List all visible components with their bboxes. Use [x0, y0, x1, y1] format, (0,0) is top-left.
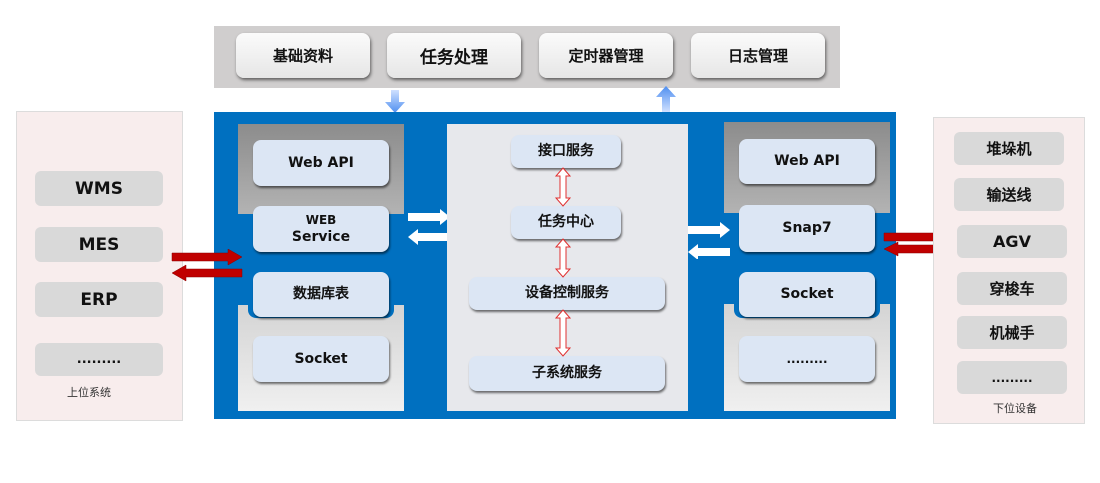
log-management-button[interactable]: 日志管理 — [691, 33, 825, 78]
left-core-exchange-arrow-icon — [408, 209, 450, 245]
device-agv[interactable]: AGV — [957, 225, 1067, 258]
right-socket[interactable]: Socket — [739, 272, 875, 317]
core-right-exchange-arrow-icon — [688, 222, 730, 259]
basic-data-button[interactable]: 基础资料 — [236, 33, 370, 78]
upper-system-wms[interactable]: WMS — [35, 171, 163, 206]
upper-system-erp[interactable]: ERP — [35, 282, 163, 317]
task-processing-button[interactable]: 任务处理 — [387, 33, 521, 78]
core-link-arrow-icon-3 — [555, 309, 571, 357]
timer-management-button[interactable]: 定时器管理 — [539, 33, 673, 78]
lower-devices-caption: 下位设备 — [993, 402, 1037, 415]
core-device-control-service[interactable]: 设备控制服务 — [469, 277, 665, 310]
device-shuttle[interactable]: 穿梭车 — [957, 272, 1067, 305]
core-task-center[interactable]: 任务中心 — [511, 206, 621, 239]
core-link-arrow-icon-1 — [555, 167, 571, 207]
left-web-api[interactable]: Web API — [253, 140, 389, 186]
device-more[interactable]: ......... — [957, 361, 1067, 394]
upper-to-platform-arrow-icon — [171, 249, 243, 282]
device-conveyor[interactable]: 输送线 — [954, 178, 1064, 211]
upper-systems-caption: 上位系统 — [67, 386, 111, 399]
right-more[interactable]: ......... — [739, 336, 875, 382]
left-database-tables[interactable]: 数据库表 — [253, 272, 389, 317]
right-web-api[interactable]: Web API — [739, 139, 875, 184]
up-arrow-icon — [656, 86, 676, 112]
device-robot-arm[interactable]: 机械手 — [957, 316, 1067, 349]
right-snap7[interactable]: Snap7 — [739, 205, 875, 252]
down-arrow-icon — [385, 90, 405, 113]
upper-system-mes[interactable]: MES — [35, 227, 163, 262]
left-web-service[interactable]: WEB Service — [253, 206, 389, 252]
device-stacker-crane[interactable]: 堆垛机 — [954, 132, 1064, 165]
upper-system-more[interactable]: ......... — [35, 343, 163, 376]
left-socket[interactable]: Socket — [253, 336, 389, 382]
web-service-line1: WEB — [305, 213, 337, 227]
core-link-arrow-icon-2 — [555, 238, 571, 278]
core-subsystem-service[interactable]: 子系统服务 — [469, 356, 665, 391]
core-interface-service[interactable]: 接口服务 — [511, 135, 621, 168]
web-service-line2: Service — [291, 229, 351, 245]
